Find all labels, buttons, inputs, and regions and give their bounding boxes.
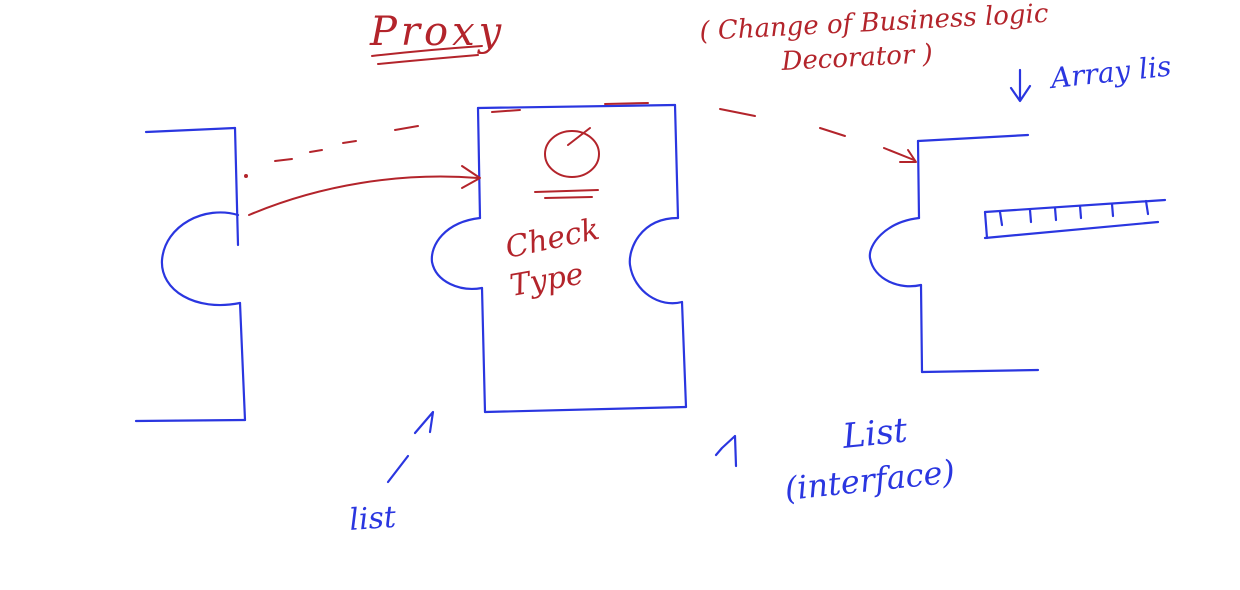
red-underline-1 bbox=[534, 189, 599, 193]
red-underline-2 bbox=[544, 196, 593, 199]
red-circle-slash bbox=[567, 127, 591, 146]
list-arrow-upper bbox=[413, 410, 435, 435]
array-list-label: Array lis bbox=[1046, 50, 1172, 96]
array-down-arrow-icon bbox=[1009, 68, 1032, 103]
red-circle-icon bbox=[544, 130, 600, 178]
list-label-left: list bbox=[348, 500, 398, 538]
list-interface-arrow-icon bbox=[714, 434, 738, 468]
middle-top-red-dash bbox=[491, 109, 521, 113]
list-label-right: List bbox=[840, 410, 910, 457]
interface-label: (interface) bbox=[783, 452, 957, 508]
title-underline-1 bbox=[371, 45, 483, 57]
note-decorator: Decorator ) bbox=[780, 39, 934, 77]
middle-puzzle-piece bbox=[430, 103, 688, 414]
middle-label-check: Check bbox=[502, 212, 602, 266]
list-arrow-line bbox=[386, 454, 410, 484]
middle-top-red-mark bbox=[604, 102, 649, 105]
title-proxy: Proxy bbox=[369, 9, 505, 55]
left-puzzle-piece bbox=[134, 126, 247, 423]
title-underline-2 bbox=[377, 54, 479, 65]
left-to-middle-arrow bbox=[248, 175, 479, 216]
dashed-arc-arrow bbox=[274, 108, 917, 163]
note-change-business-logic: ( Change of Business logic bbox=[699, 0, 1050, 47]
array-bar-shape bbox=[983, 198, 1167, 240]
left-red-dot bbox=[244, 174, 248, 178]
left-to-middle-arrowhead bbox=[461, 165, 481, 189]
right-puzzle-piece bbox=[868, 133, 1040, 374]
